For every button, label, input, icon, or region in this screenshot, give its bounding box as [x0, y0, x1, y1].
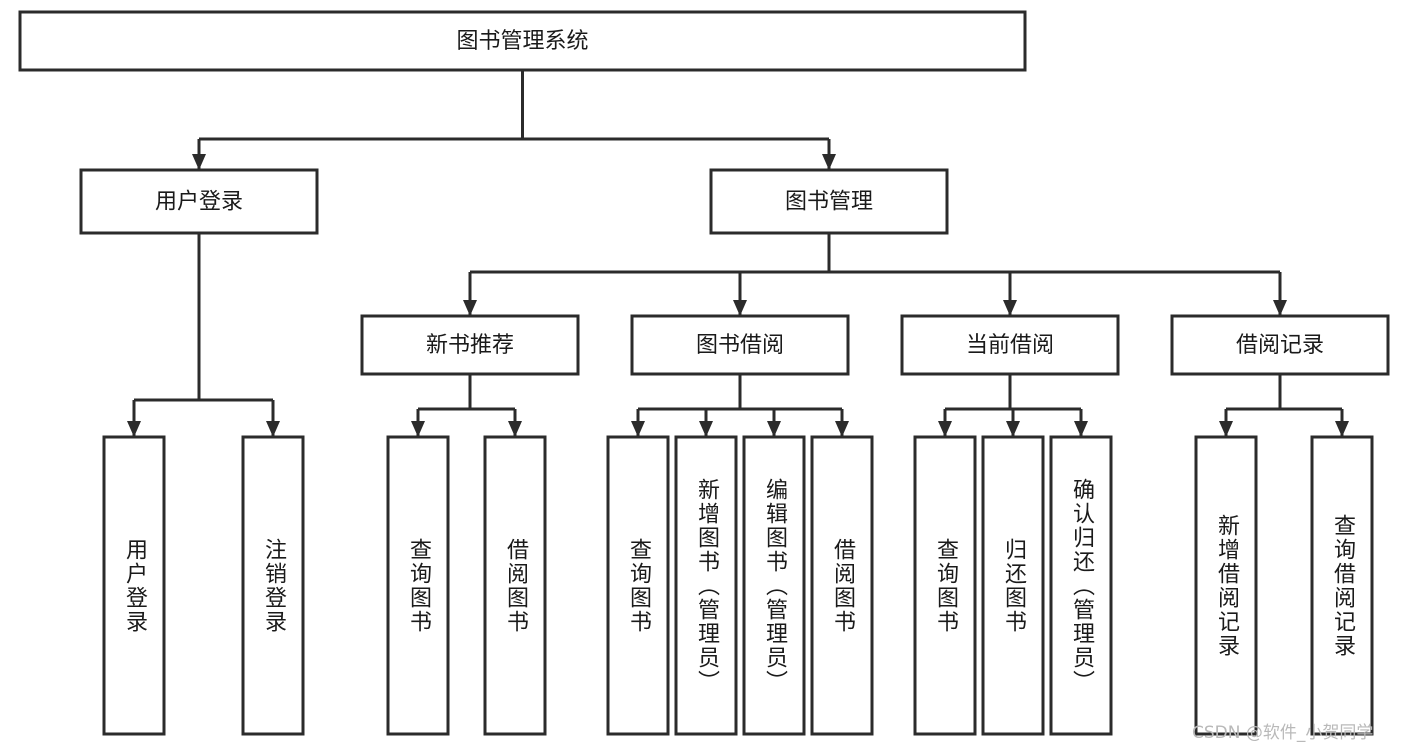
node-box-current-borrow[interactable] — [900, 314, 1120, 376]
node-box-borrow-record[interactable] — [1170, 314, 1390, 376]
node-box-layer — [18, 10, 1390, 736]
node-box-user-login[interactable] — [79, 168, 319, 235]
arrowhead — [835, 421, 849, 437]
arrowhead — [1273, 300, 1287, 316]
arrowhead — [938, 421, 952, 437]
arrowhead — [1074, 421, 1088, 437]
node-box-leaf-query-book-2[interactable] — [606, 435, 670, 736]
arrowhead — [767, 421, 781, 437]
connector-layer — [127, 70, 1349, 437]
node-box-leaf-query-record[interactable] — [1310, 435, 1374, 736]
node-box-leaf-borrow-book-2[interactable] — [810, 435, 874, 736]
node-box-leaf-query-book-1[interactable] — [386, 435, 450, 736]
arrowhead — [508, 421, 522, 437]
arrowhead — [1006, 421, 1020, 437]
arrowhead — [1335, 421, 1349, 437]
node-box-leaf-add-record[interactable] — [1194, 435, 1258, 736]
node-label-book-manage: 图书管理 — [785, 190, 873, 215]
node-label-root: 图书管理系统 — [456, 29, 588, 54]
node-label-borrow-record: 借阅记录 — [1236, 333, 1324, 358]
arrowhead — [631, 421, 645, 437]
arrowhead — [733, 300, 747, 316]
arrowhead — [1219, 421, 1233, 437]
node-box-book-borrow[interactable] — [630, 314, 850, 376]
node-box-leaf-user-logout[interactable] — [241, 435, 305, 736]
node-box-leaf-edit-book[interactable] — [742, 435, 806, 736]
csdn-watermark: CSDN @软件_小贺同学 — [1192, 723, 1374, 743]
arrowhead — [192, 154, 206, 170]
node-box-leaf-user-login[interactable] — [102, 435, 166, 736]
node-box-leaf-borrow-book-1[interactable] — [483, 435, 547, 736]
node-box-leaf-confirm-return[interactable] — [1049, 435, 1113, 736]
arrowhead — [822, 154, 836, 170]
node-box-leaf-query-book-3[interactable] — [913, 435, 977, 736]
arrowhead — [699, 421, 713, 437]
node-label-user-login: 用户登录 — [155, 190, 243, 215]
node-box-leaf-add-book[interactable] — [674, 435, 738, 736]
node-box-new-book-recommend[interactable] — [360, 314, 580, 376]
arrowhead — [463, 300, 477, 316]
node-label-book-borrow: 图书借阅 — [696, 333, 784, 358]
node-label-new-book-recommend: 新书推荐 — [426, 333, 514, 358]
arrowhead — [411, 421, 425, 437]
node-box-book-manage[interactable] — [709, 168, 949, 235]
node-label-current-borrow: 当前借阅 — [966, 333, 1054, 358]
node-box-root[interactable] — [18, 10, 1027, 72]
arrowhead — [1003, 300, 1017, 316]
arrowhead — [127, 421, 141, 437]
node-box-leaf-return-book[interactable] — [981, 435, 1045, 736]
arrowhead — [266, 421, 280, 437]
